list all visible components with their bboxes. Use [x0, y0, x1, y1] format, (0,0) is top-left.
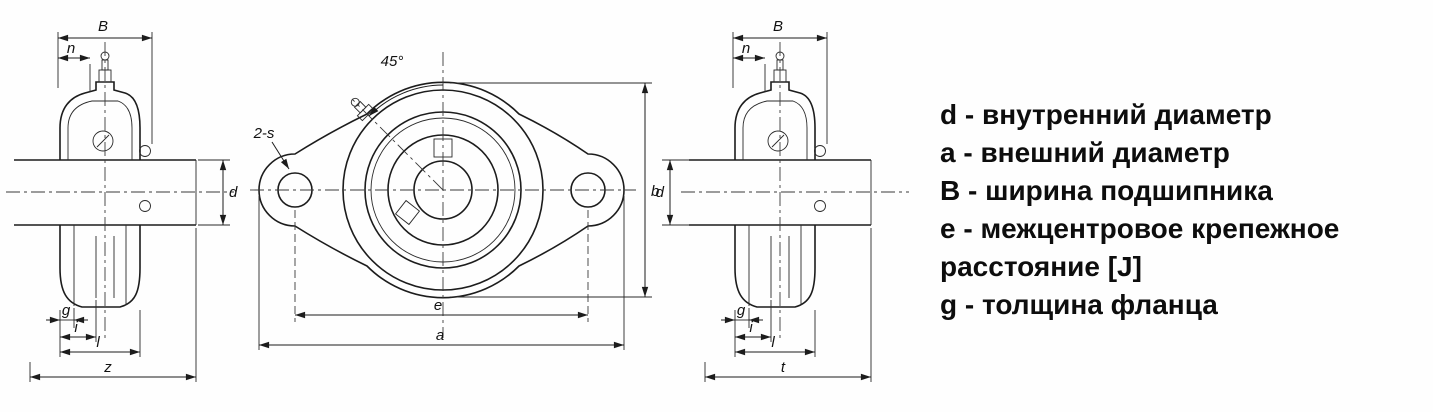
legend-line-d: d - внутренний диаметр [940, 99, 1272, 130]
side-view-body [6, 42, 234, 340]
left-view-dimensions: B n d g i l [29, 18, 238, 382]
front-view-dimensions: 45° 2-s b e a [253, 53, 659, 350]
dim-label-i-left: i [74, 319, 78, 336]
set-screw-side [394, 199, 421, 226]
dim-label-b: b [651, 183, 659, 200]
dim-label-z-left: z [103, 359, 112, 376]
legend-line-e: e - межцентровое крепежное [940, 213, 1340, 244]
legend-line-g: g - толщина фланца [940, 289, 1218, 320]
legend-line-B: B - ширина подшипника [940, 175, 1273, 206]
dim-label-bolt-note: 2-s [253, 125, 275, 142]
dim-label-n-left: n [67, 40, 75, 57]
dim-label-d-right: d [656, 184, 665, 201]
legend-line-a: a - внешний диаметр [940, 137, 1230, 168]
dim-label-l-right: l [771, 334, 775, 351]
right-view-dimensions: B n d g i l [656, 18, 872, 382]
right-view-body [680, 41, 910, 341]
dim-label-d-left: d [229, 184, 238, 201]
dim-label-g-right: g [737, 302, 746, 319]
front-view-body [250, 52, 636, 338]
dim-label-l-left: l [96, 334, 100, 351]
legend: d - внутренний диаметр a - внешний диаме… [940, 96, 1420, 324]
dim-label-i-right: i [749, 319, 753, 336]
dim-label-e: e [434, 297, 442, 314]
dim-label-n-right: n [742, 40, 750, 57]
dim-label-B-left: B [98, 18, 108, 35]
dim-label-g-left: g [62, 302, 71, 319]
dim-label-a: a [436, 327, 444, 344]
legend-line-e-wrap: расстояние [J] [940, 251, 1142, 282]
dim-label-angle: 45° [381, 53, 404, 70]
dim-label-t-right: t [781, 359, 786, 376]
dim-label-B-right: B [773, 18, 783, 35]
